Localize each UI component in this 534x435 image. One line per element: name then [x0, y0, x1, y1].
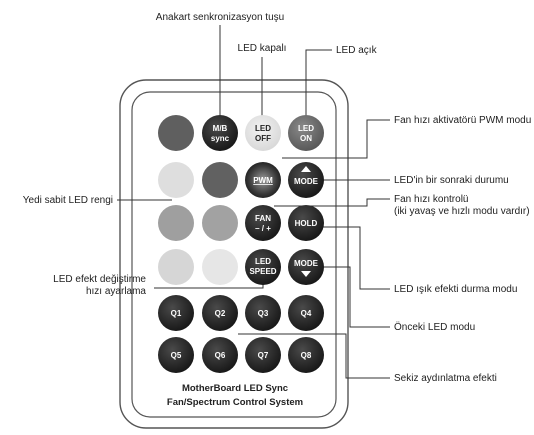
mode-previous-button[interactable]: MODE: [288, 249, 324, 285]
callout-lines: [117, 25, 390, 379]
effect-button-label: Q6: [215, 351, 226, 360]
static-color-button-3[interactable]: [202, 162, 238, 198]
hold-button[interactable]: HOLD: [288, 205, 324, 241]
effect-button-q6[interactable]: Q6: [202, 337, 238, 373]
effect-button-q3[interactable]: Q3: [245, 295, 281, 331]
callout-fan-line2: (iki yavaş ve hızlı modu vardır): [394, 206, 530, 217]
fan-line1: FAN: [255, 214, 271, 223]
triangle-up-icon: [301, 166, 311, 172]
static-color-button-5[interactable]: [202, 205, 238, 241]
remote-outline: [119, 79, 349, 429]
callout-static-colors: Yedi sabit LED rengi: [23, 195, 113, 206]
effect-button-q5[interactable]: Q5: [158, 337, 194, 373]
callout-led-on: LED açık: [336, 45, 378, 56]
callout-line-led-on: [305, 49, 332, 120]
effect-button-q8[interactable]: Q8: [288, 337, 324, 373]
pwm-label: PWM: [253, 176, 273, 185]
callout-mode-previous: Önceki LED modu: [394, 321, 475, 333]
led-off-line1: LED: [255, 124, 271, 133]
effect-button-q2[interactable]: Q2: [202, 295, 238, 331]
led-on-line2: ON: [300, 134, 312, 143]
led-on-line1: LED: [298, 124, 314, 133]
callout-fan-line1: Fan hızı kontrolü: [394, 194, 468, 205]
effect-button-label: Q7: [258, 351, 269, 360]
led-off-button[interactable]: LED OFF: [245, 115, 281, 151]
mode-next-button[interactable]: MODE: [288, 162, 324, 198]
fan-line2: – / +: [255, 224, 271, 233]
effect-button-label: Q5: [171, 351, 182, 360]
static-color-button-7[interactable]: [202, 249, 238, 285]
callout-mb-sync: Anakart senkronizasyon tuşu: [156, 12, 284, 23]
callout-line-fan: [274, 198, 390, 207]
callout-speed-line1: LED efekt değiştirme: [53, 274, 146, 285]
mb-sync-line1: M/B: [213, 124, 228, 133]
effect-button-q1[interactable]: Q1: [158, 295, 194, 331]
effect-button-q4[interactable]: Q4: [288, 295, 324, 331]
callout-speed-line2: hızı ayarlama: [86, 286, 146, 297]
callout-mode-next: LED'in bir sonraki durumu: [394, 175, 509, 186]
led-off-line2: OFF: [255, 134, 271, 143]
callout-hold: LED ışık efekti durma modu: [394, 284, 517, 295]
mode-next-label: MODE: [294, 177, 319, 186]
effect-button-label: Q2: [215, 309, 226, 318]
mb-sync-line2: sync: [211, 134, 230, 143]
callout-q-buttons: Sekiz aydınlatma efekti: [394, 373, 497, 384]
static-color-button-4[interactable]: [158, 205, 194, 241]
fan-speed-button[interactable]: FAN – / +: [245, 205, 281, 241]
static-color-button-1[interactable]: [158, 115, 194, 151]
callout-line-hold: [322, 226, 390, 290]
effect-button-label: Q4: [301, 309, 312, 318]
effect-button-label: Q1: [171, 309, 182, 318]
callout-line-q: [238, 333, 390, 379]
remote-title-line1: MotherBoard LED Sync: [182, 383, 288, 394]
effect-button-label: Q8: [301, 351, 312, 360]
led-on-button[interactable]: LED ON: [288, 115, 324, 151]
hold-label: HOLD: [295, 219, 318, 228]
effect-button-q7[interactable]: Q7: [245, 337, 281, 373]
pwm-button[interactable]: PWM: [245, 162, 281, 198]
callout-pwm: Fan hızı aktivatörü PWM modu: [394, 115, 531, 126]
callout-line-mode-down: [322, 266, 390, 328]
static-color-button-6[interactable]: [158, 249, 194, 285]
remote-title-line2: Fan/Spectrum Control System: [167, 397, 303, 408]
led-speed-line1: LED: [255, 257, 271, 266]
static-color-button-2[interactable]: [158, 162, 194, 198]
triangle-down-icon: [301, 271, 311, 277]
mode-previous-label: MODE: [294, 259, 319, 268]
callout-line-pwm: [282, 119, 390, 159]
effect-button-label: Q3: [258, 309, 269, 318]
mb-sync-button[interactable]: M/B sync: [202, 115, 238, 151]
led-speed-line2: SPEED: [249, 267, 276, 276]
callout-led-off: LED kapalı: [238, 43, 287, 54]
led-speed-button[interactable]: LED SPEED: [245, 249, 281, 285]
